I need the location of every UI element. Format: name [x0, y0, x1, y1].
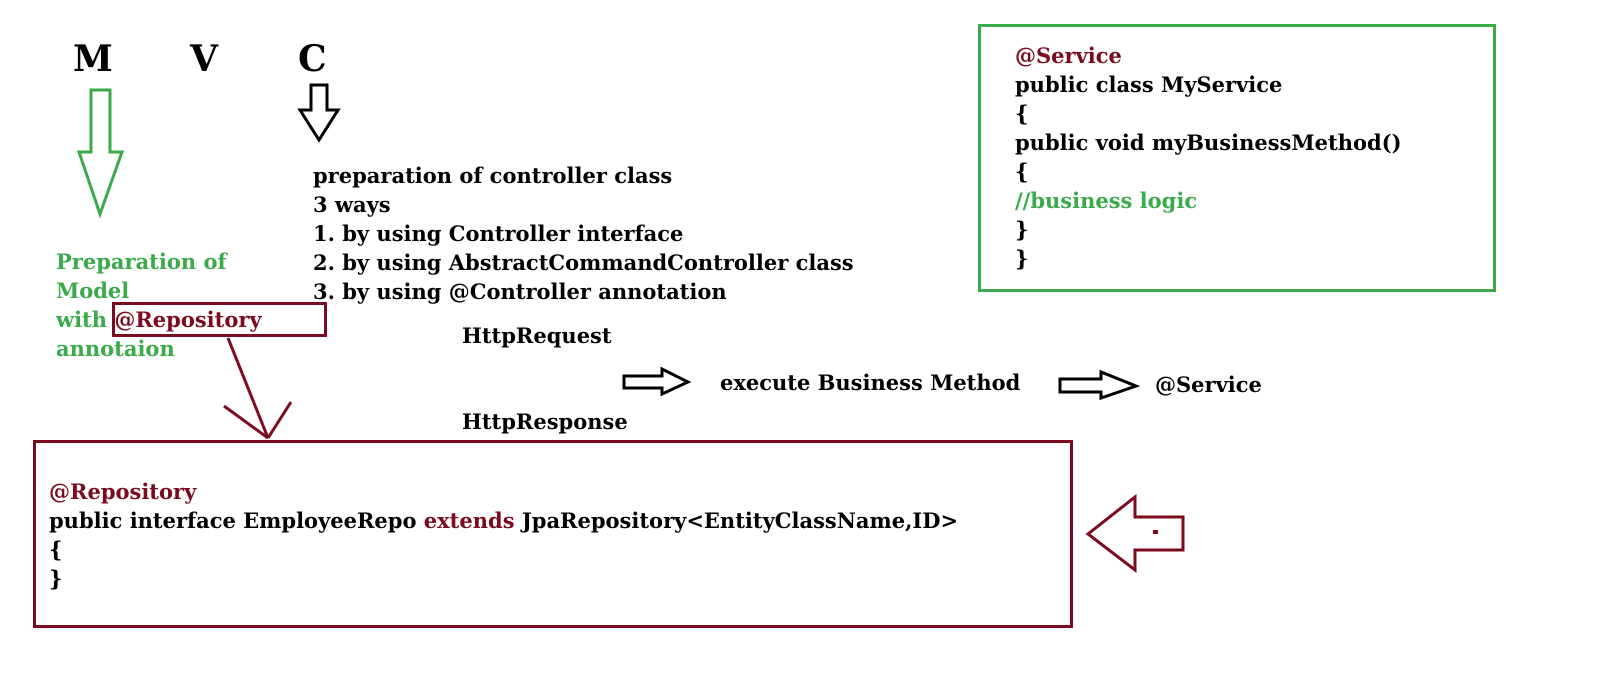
service-comment: //business logic: [1015, 188, 1198, 213]
repository-highlight-box: [112, 302, 327, 337]
service-code-box: @Service public class MyService { public…: [978, 24, 1496, 292]
repository-pointer-arrow: [223, 337, 293, 440]
controller-line: 3. by using @Controller annotation: [313, 279, 727, 304]
letter-m: M: [73, 38, 113, 80]
controller-down-arrow: [297, 83, 341, 143]
model-line: Preparation of: [56, 249, 227, 274]
model-line: annotaion: [56, 336, 175, 361]
repository-decl-end: JpaRepository<EntityClassName,ID>: [514, 508, 959, 533]
service-brace-open: {: [1015, 101, 1029, 126]
controller-line: 2. by using AbstractCommandController cl…: [313, 250, 854, 275]
model-line: Model: [56, 278, 130, 303]
repository-code: @Repository public interface EmployeeRep…: [49, 477, 958, 593]
repository-code-box: @Repository public interface EmployeeRep…: [33, 440, 1073, 628]
repository-decl: public interface EmployeeRepo extends Jp…: [49, 506, 958, 535]
controller-description: preparation of controller class 3 ways 1…: [313, 161, 854, 306]
http-response-label: HttpResponse: [462, 409, 628, 434]
model-down-arrow: [76, 88, 125, 219]
letter-c: C: [298, 38, 327, 80]
service-annotation: @Service: [1015, 43, 1122, 68]
repository-brace-close: }: [49, 566, 63, 591]
service-brace-close: }: [1015, 246, 1029, 271]
service-flow-label: @Service: [1155, 372, 1262, 397]
http-request-label: HttpRequest: [462, 323, 612, 348]
model-description: Preparation of Model with @Repository an…: [56, 247, 262, 363]
model-with-text: with: [56, 307, 115, 332]
repository-annotation: @Repository: [49, 479, 197, 504]
service-brace-close: }: [1015, 217, 1029, 242]
controller-line: preparation of controller class: [313, 163, 673, 188]
arrow-dot: [1153, 530, 1158, 534]
service-method-decl: public void myBusinessMethod(): [1015, 130, 1402, 155]
extends-keyword: extends: [423, 508, 515, 533]
repository-brace-open: {: [49, 537, 63, 562]
request-right-arrow: [622, 366, 692, 397]
service-code: @Service public class MyService { public…: [1015, 41, 1402, 273]
service-right-arrow: [1058, 369, 1141, 401]
controller-line: 3 ways: [313, 192, 391, 217]
service-class-decl: public class MyService: [1015, 72, 1283, 97]
letter-v: V: [190, 38, 218, 80]
controller-line: 1. by using Controller interface: [313, 221, 684, 246]
service-brace-open: {: [1015, 159, 1029, 184]
execute-business-method-label: execute Business Method: [720, 370, 1021, 395]
repository-left-arrow: [1085, 493, 1185, 574]
model-line-with: with @Repository: [56, 305, 262, 334]
model-repository-annotation: @Repository: [114, 307, 262, 332]
repository-decl-start: public interface EmployeeRepo: [49, 508, 424, 533]
